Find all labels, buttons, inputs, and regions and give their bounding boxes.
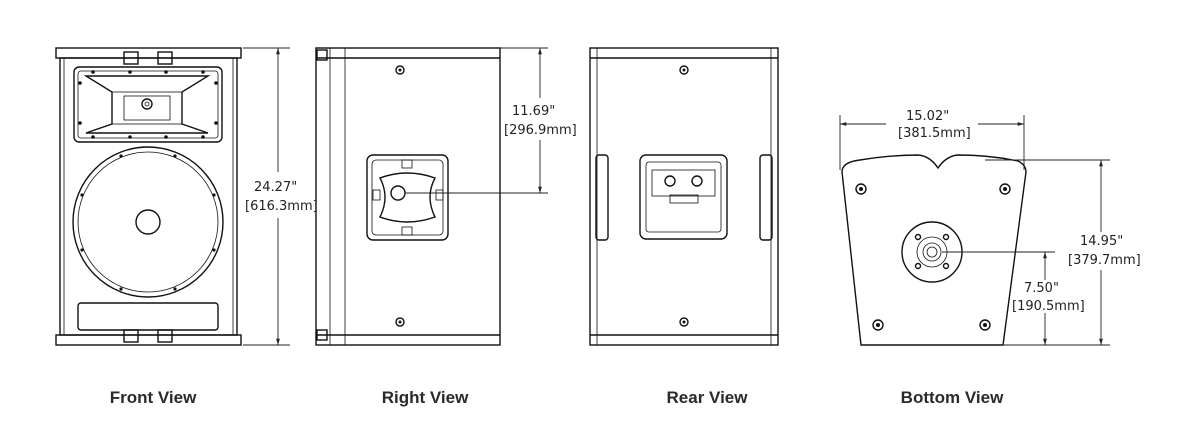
pole-offset-in: 7.50" [1024,281,1059,296]
mount-height-mm: [296.9mm] [504,123,577,138]
depth-dimension [985,159,1110,346]
height-in: 24.27" [254,180,297,195]
rear-view-label: Rear View [666,388,748,407]
width-mm: [381.5mm] [898,126,971,141]
pole-offset-mm: [190.5mm] [1012,299,1085,314]
right-view-label: Right View [381,388,469,407]
pole-offset-dimension [942,251,1055,345]
depth-mm: [379.7mm] [1068,253,1141,268]
rear-view-drawing [589,47,779,346]
front-view-drawing [55,47,242,346]
bottom-view-drawing [841,154,1027,346]
height-dimension [243,47,290,346]
right-view-drawing [315,47,501,346]
depth-in: 14.95" [1080,234,1123,249]
width-dimension [839,115,1025,170]
height-mm: [616.3mm] [245,199,318,214]
mount-height-dimension [405,47,548,194]
width-in: 15.02" [906,109,949,124]
mount-height-in: 11.69" [512,104,555,119]
bottom-view-label: Bottom View [900,388,1004,407]
front-view-label: Front View [109,388,197,407]
